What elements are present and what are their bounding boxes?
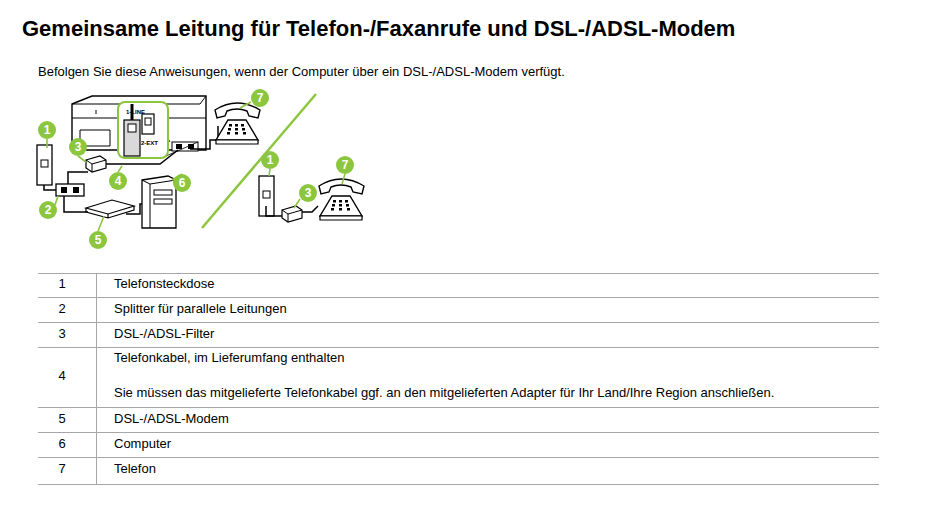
- table-cell: 3: [42, 327, 82, 342]
- callout-number: 3: [69, 141, 87, 153]
- table-cell: Sie müssen das mitgelieferte Telefonkabe…: [114, 386, 774, 401]
- table-rules: [38, 322, 879, 323]
- computer: [142, 180, 176, 228]
- table-rules: [38, 432, 879, 433]
- port-label: 1-LINE: [126, 109, 145, 115]
- callout-number: 6: [173, 177, 191, 189]
- wires: [300, 206, 318, 212]
- page-title: Gemeinsame Leitung für Telefon-/Faxanruf…: [22, 16, 735, 41]
- callout-circles: [38, 89, 354, 249]
- leader-lines: [47, 102, 345, 231]
- illustration: [37, 145, 52, 185]
- leader-lines: [98, 216, 104, 231]
- callout-circles: [173, 174, 191, 192]
- callout-number: 7: [336, 159, 354, 171]
- wires: [44, 126, 218, 214]
- table-cell: DSL-/ADSL-Modem: [114, 412, 229, 427]
- leader-lines: [78, 156, 86, 162]
- table-cell: 6: [42, 437, 82, 452]
- table-cell: 7: [42, 462, 82, 477]
- divider-line: [202, 94, 316, 228]
- wires: [106, 150, 178, 164]
- port-label: 2-EXT: [141, 140, 158, 146]
- wires: [266, 206, 282, 216]
- splitter: [61, 187, 67, 193]
- table-rules: [38, 457, 879, 458]
- leader-lines: [294, 199, 300, 208]
- table-rules: [38, 484, 879, 485]
- callout-circles: [39, 201, 57, 219]
- port-zoom: [145, 118, 151, 125]
- callout-circles: [109, 172, 127, 190]
- port-zoom: [118, 102, 168, 158]
- table-cell: 1: [42, 277, 82, 292]
- computer: [154, 199, 172, 204]
- table-cell: Computer: [114, 437, 171, 452]
- callout-number: 4: [109, 175, 127, 187]
- computer: [154, 190, 172, 195]
- callout-circles: [89, 231, 107, 249]
- callout-number: 7: [251, 92, 269, 104]
- illustration: [319, 179, 364, 220]
- dsl-modem: [86, 200, 134, 218]
- callout-circles: [38, 121, 56, 139]
- callout-circles: [69, 138, 87, 156]
- splitter: [56, 184, 84, 196]
- illustration: [282, 206, 302, 222]
- callout-circles: [336, 156, 354, 174]
- table-cell: Telefon: [114, 462, 156, 477]
- callout-number: 5: [89, 234, 107, 246]
- callout-number: 3: [299, 187, 317, 199]
- table-rules: [38, 347, 879, 348]
- callout-number: 1: [261, 154, 279, 166]
- table-cell: 5: [42, 412, 82, 427]
- callout-circles: [261, 151, 279, 169]
- leader-lines: [342, 174, 345, 184]
- table-rules: [38, 273, 879, 274]
- port-zoom: [118, 102, 198, 158]
- table-cell: Splitter für parallele Leitungen: [114, 302, 287, 317]
- table-cell: DSL-/ADSL-Filter: [114, 327, 214, 342]
- splitter: [73, 187, 79, 193]
- leader-lines: [118, 166, 122, 172]
- printer: [176, 144, 182, 149]
- table-rules: [38, 407, 879, 408]
- port-zoom: [128, 124, 136, 132]
- table-rules: [38, 297, 879, 298]
- table-rules: [96, 273, 97, 485]
- callout-number: 2: [39, 204, 57, 216]
- computer: [142, 176, 176, 228]
- table-cell: 4: [42, 369, 82, 384]
- intro-text: Befolgen Sie diese Anweisungen, wenn der…: [38, 65, 565, 80]
- port-zoom: [124, 120, 140, 156]
- leader-lines: [55, 196, 58, 205]
- callout-number: 1: [38, 124, 56, 136]
- wires: [64, 196, 88, 212]
- table-cell: Telefonkabel, im Lieferumfang enthalten: [114, 351, 345, 366]
- illustration: [215, 103, 260, 144]
- wires: [190, 126, 218, 149]
- leader-lines: [240, 102, 251, 108]
- computer: [142, 176, 176, 228]
- table-rules: [38, 273, 879, 485]
- leader-lines: [269, 169, 270, 176]
- dsl-modem: [86, 206, 134, 218]
- illustration: [86, 156, 106, 172]
- table-cell: 2: [42, 302, 82, 317]
- callout-circles: [251, 89, 269, 107]
- callout-circles: [299, 184, 317, 202]
- leader-lines: [46, 139, 48, 148]
- table-cell: Telefonsteckdose: [114, 277, 214, 292]
- splitter: [56, 184, 84, 196]
- port-zoom: [142, 114, 154, 134]
